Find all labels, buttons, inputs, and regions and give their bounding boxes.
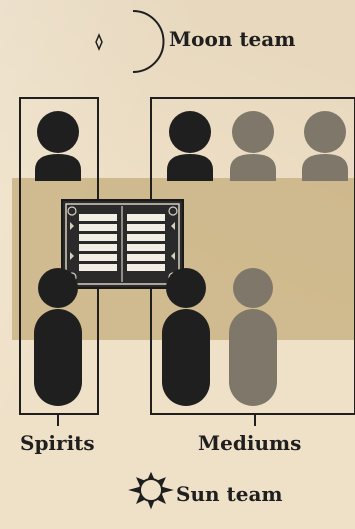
spirit-board-icon — [61, 199, 184, 289]
moon-medium-token-active — [167, 111, 213, 181]
crescent-moon-icon — [95, 10, 165, 73]
mediums-label: Mediums — [198, 431, 302, 455]
moon-medium-token-inactive — [230, 111, 276, 181]
sun-medium-token-inactive — [229, 268, 277, 406]
moon-team-label: Moon team — [169, 27, 296, 51]
sun-team-label: Sun team — [176, 482, 283, 506]
moon-spirit-token — [35, 111, 81, 181]
sun-icon — [128, 471, 174, 510]
sun-medium-token-active — [162, 268, 210, 406]
sun-spirit-token — [34, 268, 82, 406]
moon-medium-token-inactive — [302, 111, 348, 181]
spirits-label: Spirits — [20, 431, 95, 455]
